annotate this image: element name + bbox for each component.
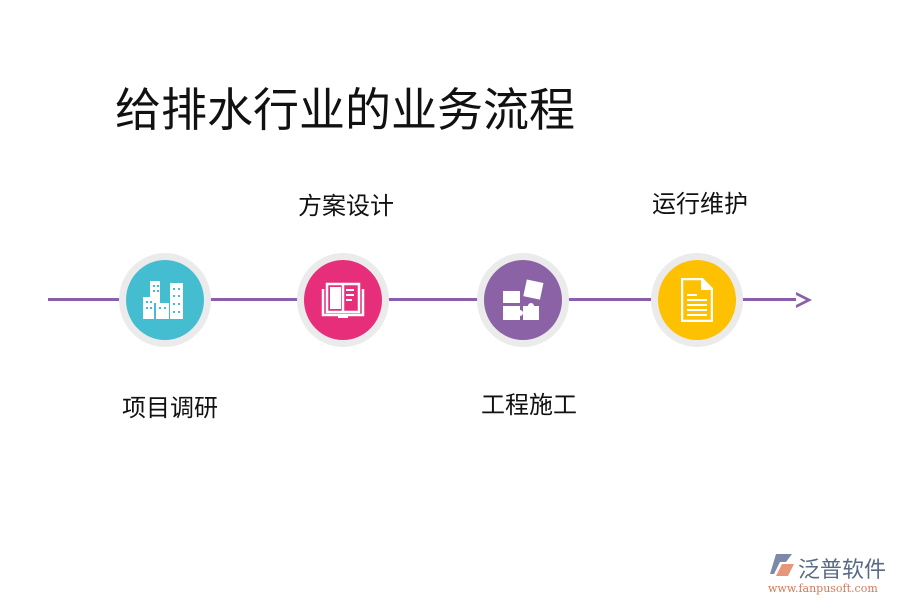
- step-label-construction: 工程施工: [481, 391, 577, 419]
- step-node-maintenance: [651, 253, 743, 347]
- step-node-construction: [477, 253, 569, 347]
- watermark-url: www.fanpusoft.com: [768, 582, 878, 595]
- step-label-maintenance: 运行维护: [652, 190, 748, 218]
- step-node-research: [119, 253, 211, 347]
- buildings-icon: [143, 281, 183, 319]
- timeline-line: [48, 298, 804, 301]
- page-title: 给排水行业的业务流程: [115, 83, 575, 137]
- step-label-research: 项目调研: [122, 394, 218, 422]
- step-label-design: 方案设计: [298, 192, 394, 220]
- puzzle-icon: [503, 279, 544, 320]
- fanpu-logo-icon: [770, 554, 794, 576]
- book-icon: [321, 282, 365, 318]
- watermark-name: 泛普软件: [798, 558, 887, 583]
- timeline-arrow-icon: [796, 292, 812, 308]
- document-icon: [681, 278, 713, 322]
- step-node-design: [297, 253, 389, 347]
